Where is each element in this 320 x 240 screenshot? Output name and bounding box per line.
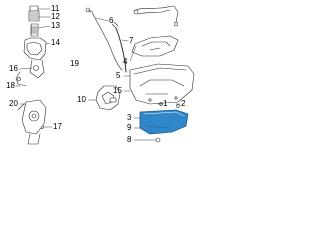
windage-tray [131,35,179,57]
leader-lines [15,8,181,141]
callout-6: 6 [109,16,114,25]
exploded-view-drawing [15,5,195,145]
callout-20: 20 [9,99,18,108]
callout-5: 5 [116,71,121,80]
callout-12: 12 [51,12,60,21]
callout-17: 17 [53,122,62,131]
callout-9: 9 [127,123,132,132]
callout-3: 3 [127,113,132,122]
oil-pump [17,99,47,145]
callout-15: 15 [113,86,122,95]
callout-10: 10 [77,95,86,104]
callout-13: 13 [51,21,60,30]
callout-7: 7 [129,36,134,45]
dipstick [85,7,123,71]
dipstick-tube [111,21,127,73]
callout-1: 1 [163,99,168,108]
parts-diagram: 11 12 13 14 6 7 4 5 15 1 2 3 9 8 10 16 2… [0,0,200,147]
breather-tube [133,5,179,27]
callout-4: 4 [123,57,128,66]
callout-19: 19 [70,59,79,68]
callout-18: 18 [6,81,15,90]
oil-filter-assembly [15,5,47,87]
callout-8: 8 [127,135,132,144]
front-cover-parts [95,85,121,111]
callout-11: 11 [51,4,60,13]
lower-oil-pan [139,109,189,135]
callout-14: 14 [51,38,60,47]
callout-2: 2 [181,99,186,108]
upper-oil-pan [129,63,195,105]
callout-16: 16 [9,64,18,73]
